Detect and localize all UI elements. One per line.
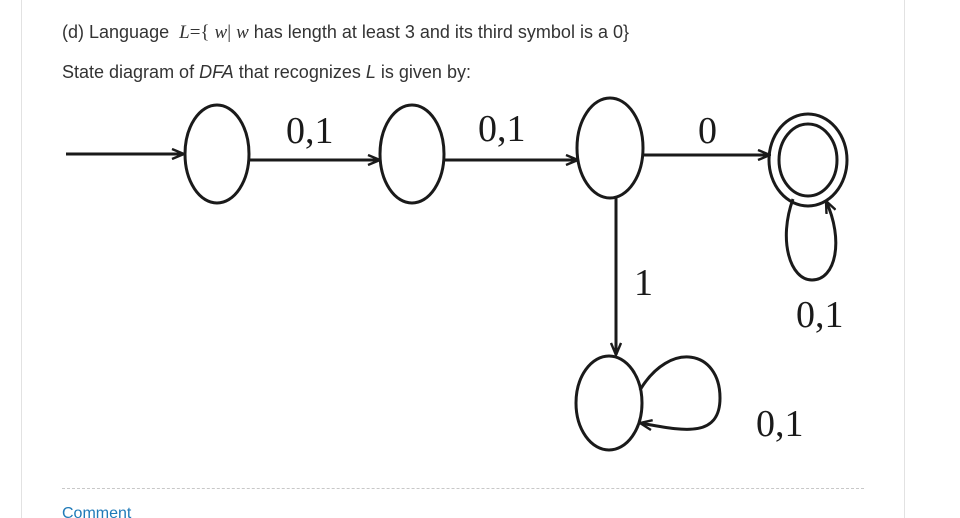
state-q0 xyxy=(183,103,251,205)
diagram-intro: State diagram of DFA that recognizes L i… xyxy=(62,62,471,83)
answer-card xyxy=(21,0,905,518)
intro-L: L xyxy=(365,62,376,82)
math-language-L: L xyxy=(179,22,190,43)
math-equals-brace: ={ xyxy=(189,22,210,43)
math-w2: w xyxy=(236,22,249,43)
label-t3: 0 xyxy=(698,110,717,152)
intro-dfa: DFA xyxy=(199,62,234,82)
dashed-divider xyxy=(62,488,864,489)
question-prefix: (d) Language xyxy=(62,22,170,42)
loop-accept xyxy=(784,199,838,282)
intro-post: is given by: xyxy=(380,62,471,82)
label-t4: 1 xyxy=(634,262,653,304)
math-w1: w xyxy=(214,22,228,43)
state-dead xyxy=(574,354,644,452)
state-q2 xyxy=(575,96,645,200)
intro-mid: that recognizes xyxy=(238,62,361,82)
question-condition: has length at least 3 and its third symb… xyxy=(253,22,629,42)
question-heading: (d) Language L={ w| w has length at leas… xyxy=(62,22,629,44)
label-loop-dead: 0,1 xyxy=(756,403,804,445)
label-loop-accept: 0,1 xyxy=(796,294,844,336)
loop-dead xyxy=(640,355,722,429)
label-t2: 0,1 xyxy=(478,108,526,150)
state-accept-inner xyxy=(777,122,839,198)
label-t1: 0,1 xyxy=(286,110,334,152)
state-accept-outer xyxy=(767,112,849,208)
comment-link[interactable]: Comment xyxy=(62,505,132,518)
state-q1 xyxy=(378,103,446,205)
intro-pre: State diagram of xyxy=(62,62,195,82)
math-bar: | xyxy=(227,22,232,43)
